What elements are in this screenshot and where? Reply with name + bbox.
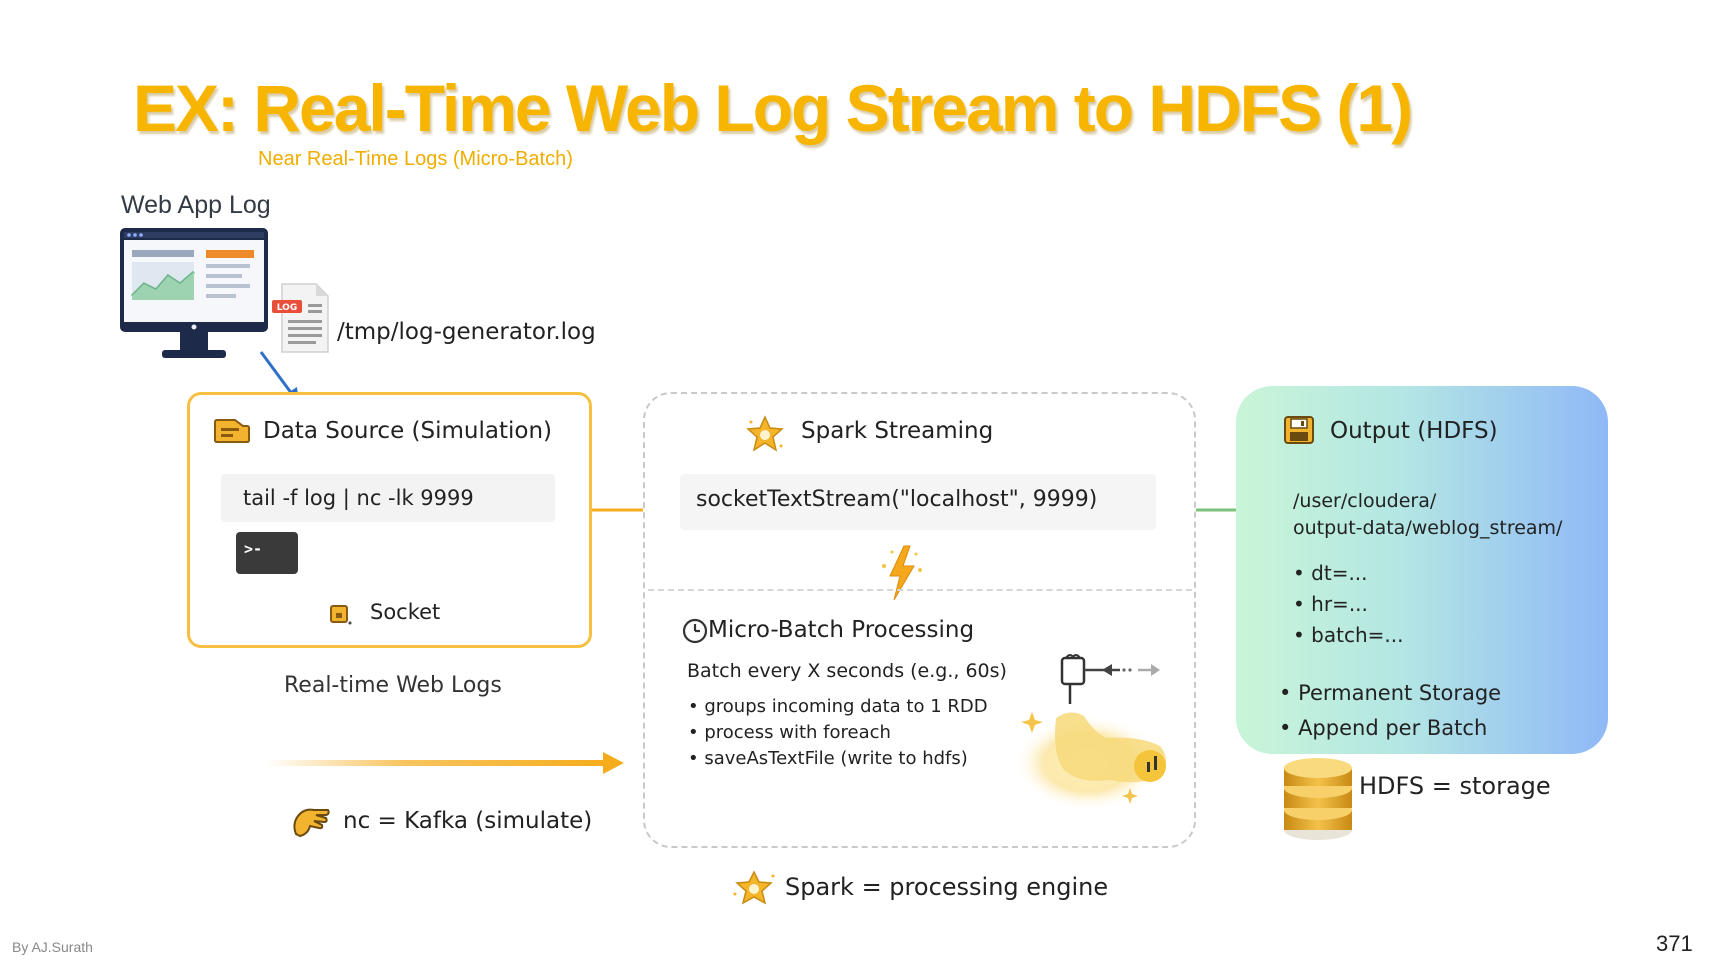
spark-star-icon <box>746 415 784 452</box>
list-item: hr=... <box>1293 589 1403 620</box>
web-app-heading: Web App Log <box>121 191 271 219</box>
batch-description: Batch every X seconds (e.g., 60s) <box>687 660 1007 682</box>
batch-processing-illustration <box>1014 654 1166 811</box>
terminal-icon: >- <box>236 532 298 574</box>
micro-batch-title: Micro-Batch Processing <box>708 617 975 643</box>
socket-icon <box>330 605 352 625</box>
arrow-stream-flow <box>266 752 624 774</box>
kafka-hand-icon <box>293 808 330 838</box>
list-item: process with foreach <box>688 720 988 746</box>
hdfs-storage-label: HDFS = storage <box>1359 772 1551 800</box>
spark-divider <box>648 589 1192 591</box>
log-badge-text: LOG <box>277 303 297 313</box>
output-notes: Permanent Storage Append per Batch <box>1279 676 1501 746</box>
page-subtitle: Near Real-Time Logs (Micro-Batch) <box>258 148 573 170</box>
list-item: groups incoming data to 1 RDD <box>688 694 987 720</box>
spark-engine-icon <box>733 870 775 905</box>
socket-text-stream-code: socketTextStream("localhost", 9999) <box>680 474 1156 530</box>
spark-engine-label: Spark = processing engine <box>785 873 1109 901</box>
path-line: output-data/weblog_stream/ <box>1293 517 1563 539</box>
log-file-path: /tmp/log-generator.log <box>337 319 596 345</box>
realtime-logs-caption: Real-time Web Logs <box>284 673 502 698</box>
page-number: 371 <box>1656 931 1693 956</box>
partition-list: dt=... hr=... batch=... <box>1293 558 1403 651</box>
page-title: EX: Real-Time Web Log Stream to HDFS (1) <box>133 71 1413 145</box>
list-item: saveAsTextFile (write to hdfs) <box>688 746 988 772</box>
list-item: batch=... <box>1293 620 1403 651</box>
save-disk-icon <box>1284 416 1314 444</box>
socket-label: Socket <box>370 600 441 624</box>
clock-icon <box>682 618 708 644</box>
log-file-icon: LOG <box>272 283 329 353</box>
list-item: Append per Batch <box>1279 711 1501 746</box>
tail-command: tail -f log | nc -lk 9999 <box>221 474 555 522</box>
spark-streaming-title: Spark Streaming <box>801 418 994 444</box>
database-icon <box>1284 758 1352 840</box>
lightning-icon <box>882 545 922 601</box>
list-item: dt=... <box>1293 558 1403 589</box>
monitor-icon <box>120 228 268 358</box>
kafka-simulate-label: nc = Kafka (simulate) <box>343 808 593 834</box>
data-source-title: Data Source (Simulation) <box>263 418 552 444</box>
micro-batch-steps: groups incoming data to 1 RDD process wi… <box>688 694 988 772</box>
output-hdfs-title: Output (HDFS) <box>1330 418 1498 444</box>
footer-author: By AJ.Surath <box>12 939 93 955</box>
list-item: Permanent Storage <box>1279 676 1501 711</box>
path-line: /user/cloudera/ <box>1293 490 1437 512</box>
terminal-prompt: >- <box>244 540 263 558</box>
source-icon <box>214 419 250 443</box>
hdfs-output-path: /user/cloudera/ output-data/weblog_strea… <box>1293 488 1562 542</box>
